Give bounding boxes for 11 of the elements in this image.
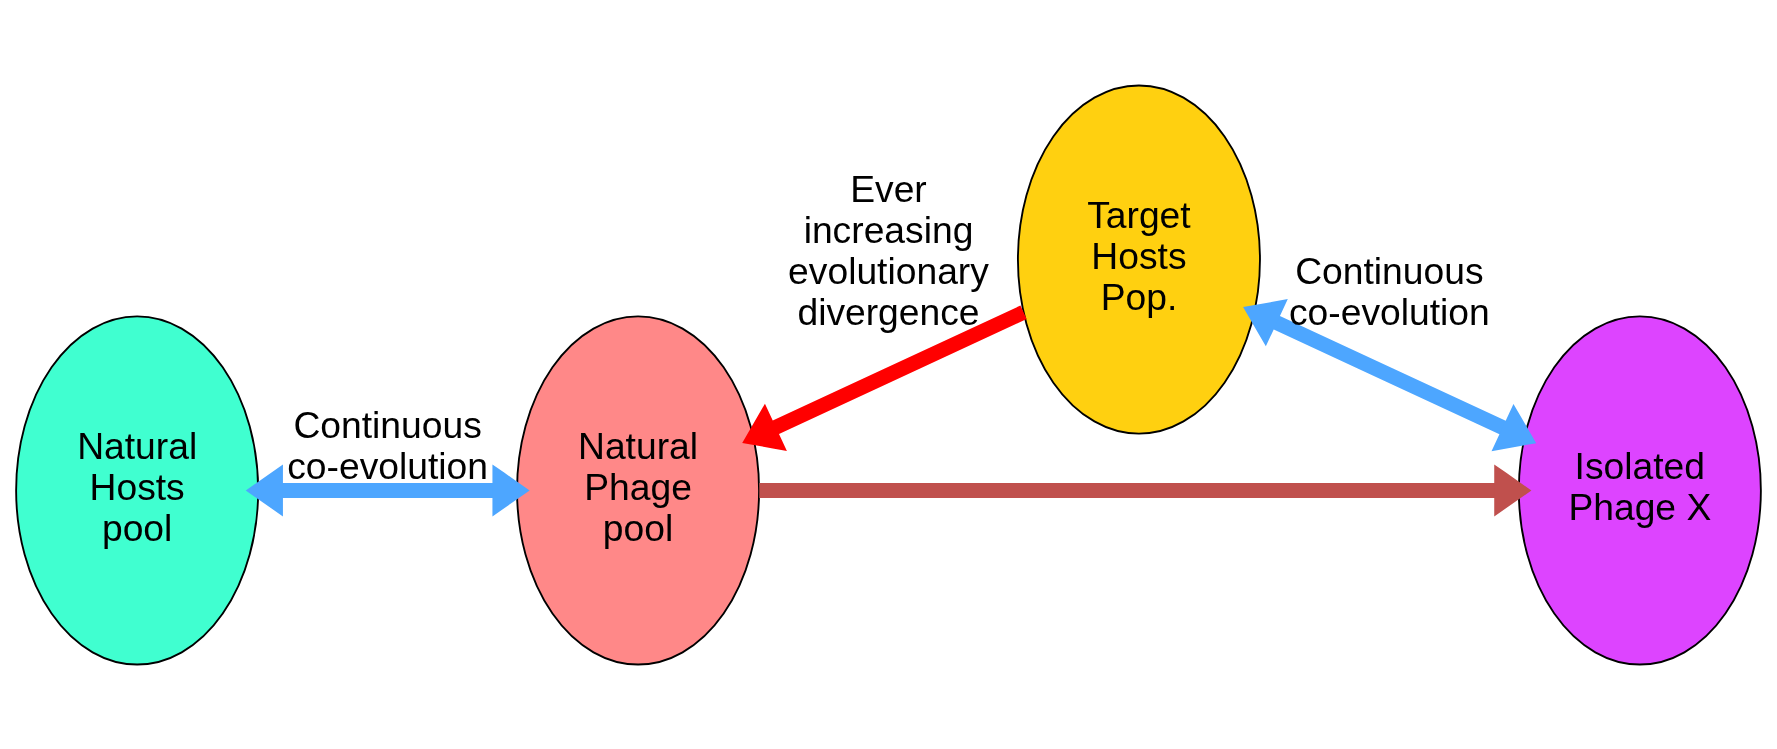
arrow — [742, 305, 1027, 451]
arrow — [759, 463, 1532, 516]
arrow — [245, 463, 530, 516]
node-ellipse: Target Hosts Pop. — [1017, 84, 1261, 435]
edge-label: Continuous co-evolution — [1289, 249, 1490, 333]
node-ellipse: Isolated Phage X — [1517, 314, 1762, 665]
edge-label: Ever increasing evolutionary divergence — [788, 167, 989, 333]
edge-label: Continuous co-evolution — [287, 403, 488, 487]
node-ellipse: Natural Hosts pool — [15, 314, 260, 665]
node-ellipse: Natural Phage pool — [516, 314, 760, 665]
arrow — [1243, 298, 1537, 451]
